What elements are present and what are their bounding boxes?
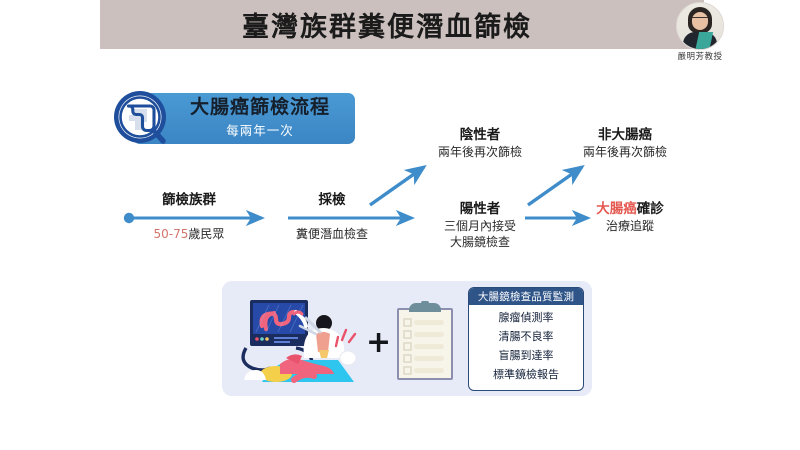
- doctor-head: [316, 315, 332, 331]
- clipboard-checklist-icon: [397, 301, 453, 380]
- non-cancer-detail: 兩年後再次篩檢: [582, 145, 667, 160]
- collection-title: 採檢: [318, 192, 346, 208]
- quality-item: 標準鏡檢報告: [493, 367, 559, 381]
- flow-node-collection: 採檢: [272, 191, 392, 209]
- avatar-glasses: [692, 17, 708, 22]
- process-badge: 大腸癌篩檢流程 每兩年一次: [133, 93, 355, 144]
- quality-box-header: 大腸鏡檢查品質監測: [469, 288, 583, 305]
- screening-age-suffix: 歲民眾: [188, 227, 225, 241]
- cancer-detail: 治療追蹤: [605, 219, 654, 234]
- plus-symbol: +: [366, 325, 392, 360]
- non-cancer-title: 非大腸癌: [598, 127, 652, 143]
- screening-group-title: 篩檢族群: [162, 192, 216, 208]
- flow-node-positive: 陽性者 三個月內接受 大腸鏡檢查: [400, 200, 560, 251]
- negative-title: 陰性者: [459, 127, 501, 143]
- flow-node-non-cancer: 非大腸癌 兩年後再次篩檢: [545, 126, 705, 160]
- quality-item: 清腸不良率: [498, 329, 554, 343]
- cancer-title-rest: 確診: [636, 201, 664, 217]
- process-badge-subtitle: 每兩年一次: [226, 122, 294, 138]
- screening-group-detail: 50-75歲民眾: [129, 226, 249, 242]
- colonoscopy-illustration: [241, 300, 357, 383]
- avatar: [676, 2, 724, 50]
- cancer-title-highlight: 大腸癌: [596, 201, 637, 217]
- screening-age-range: 50-75: [153, 227, 189, 241]
- positive-title: 陽性者: [459, 201, 501, 217]
- quality-box-list: 腺瘤偵測率 清腸不良率 盲腸到達率 標準鏡檢報告: [469, 305, 583, 385]
- process-badge-title: 大腸癌篩檢流程: [189, 96, 330, 119]
- flow-node-negative: 陰性者 兩年後再次篩檢: [400, 126, 560, 160]
- collection-detail: 糞便潛血檢查: [295, 227, 368, 241]
- quality-item: 盲腸到達率: [498, 348, 554, 362]
- quality-item: 腺瘤偵測率: [498, 311, 554, 324]
- avatar-caption: 嚴明芳教授: [677, 52, 723, 62]
- page-title: 臺灣族群糞便潛血篩檢: [242, 12, 532, 43]
- negative-detail: 兩年後再次篩檢: [437, 145, 522, 160]
- patient-body: [280, 358, 334, 374]
- colon-magnifier-icon: [114, 91, 166, 144]
- quality-monitoring-box: 大腸鏡檢查品質監測 腺瘤偵測率 清腸不良率 盲腸到達率 標準鏡檢報告: [468, 287, 584, 391]
- avatar-face: [692, 12, 708, 30]
- process-badge-text: 大腸癌篩檢流程 每兩年一次: [133, 93, 355, 144]
- flow-start-dot: [123, 212, 135, 224]
- avatar-image: [676, 2, 724, 50]
- positive-detail-line2: 大腸鏡檢查: [449, 235, 510, 250]
- positive-detail-line1: 三個月內接受: [443, 219, 516, 234]
- flow-node-cancer: 大腸癌確診 治療追蹤: [550, 200, 710, 234]
- header-band: [100, 0, 704, 49]
- flow-node-screening-group: 篩檢族群: [129, 191, 249, 209]
